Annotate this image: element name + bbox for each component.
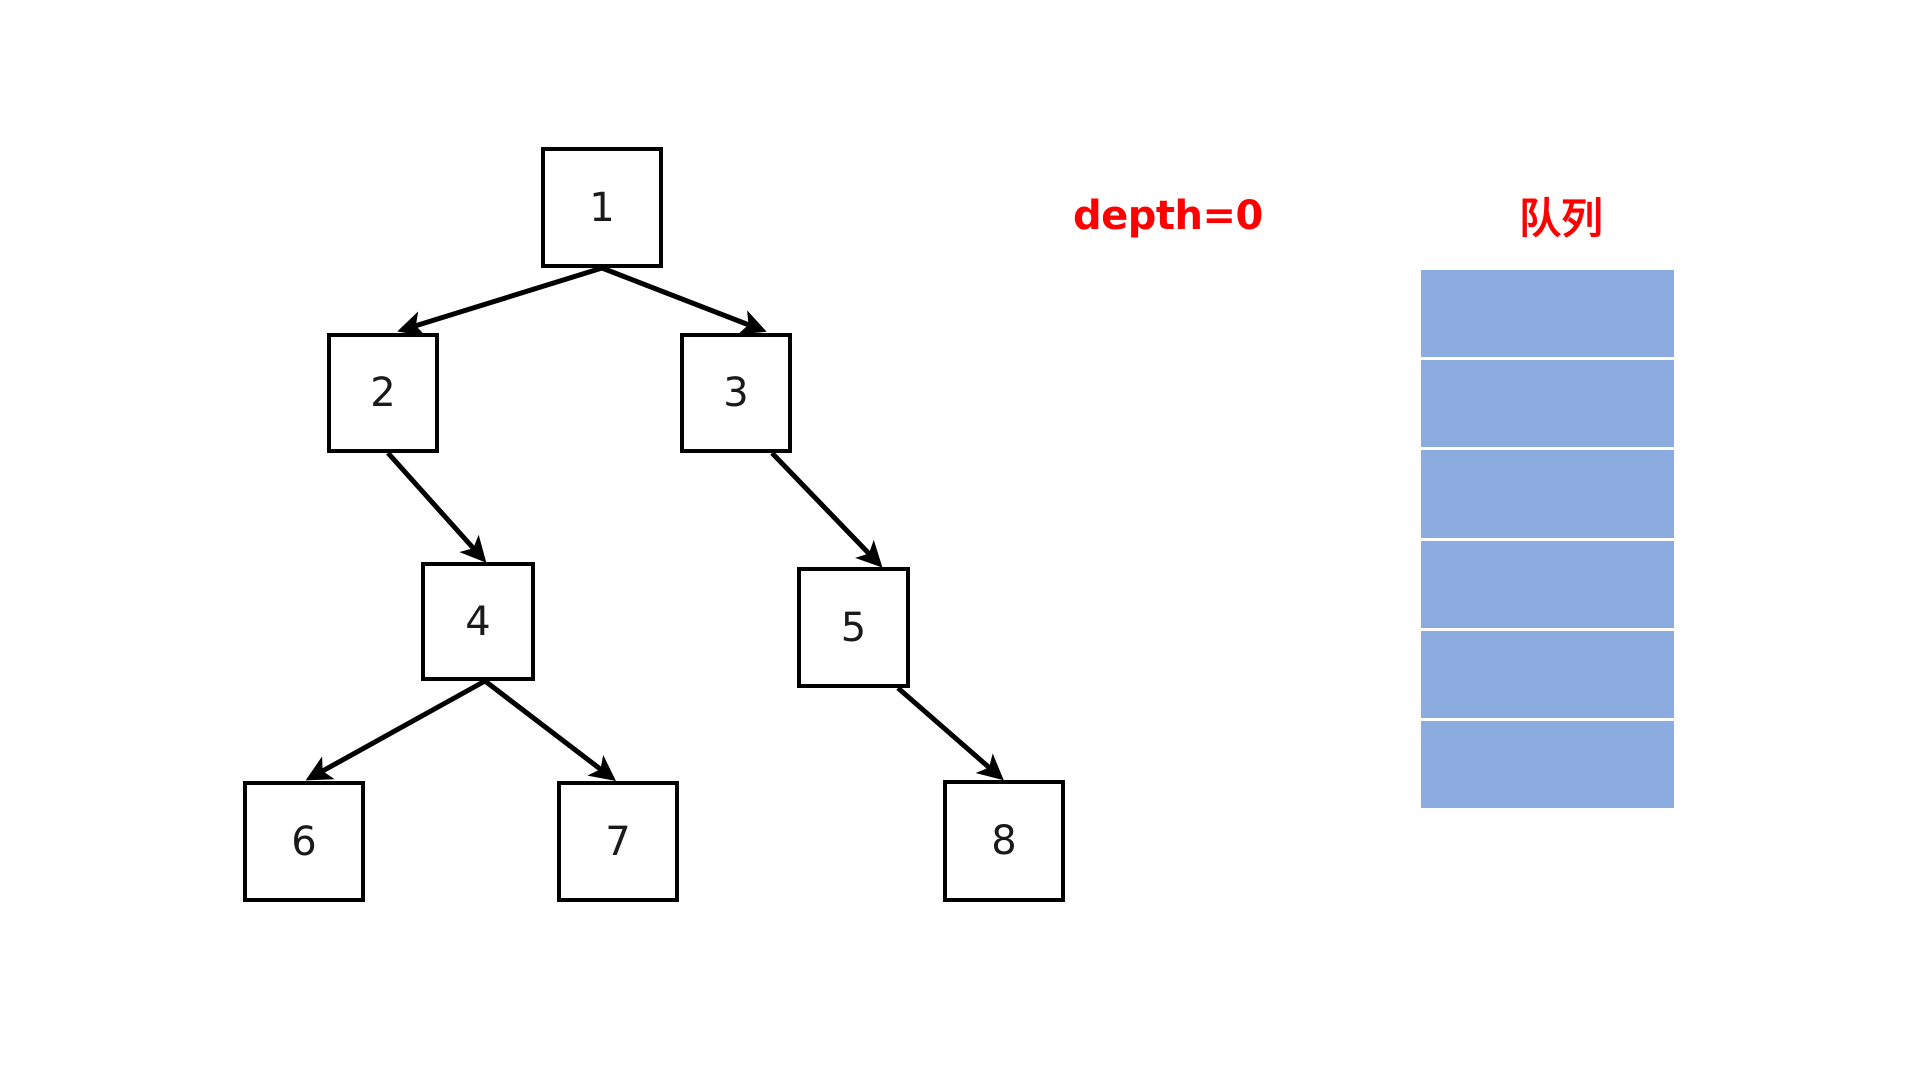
tree-node-label: 1 xyxy=(589,184,615,231)
tree-edge-n5-to-n8 xyxy=(896,686,1004,781)
tree-edge-n1-to-n2 xyxy=(397,265,603,337)
tree-node-label: 4 xyxy=(465,598,491,645)
tree-edge-n4-to-n6 xyxy=(305,678,487,781)
tree-node-4[interactable]: 4 xyxy=(421,562,535,681)
tree-node-3[interactable]: 3 xyxy=(680,333,792,453)
queue-cell-3[interactable] xyxy=(1421,540,1674,631)
tree-node-label: 8 xyxy=(991,818,1017,864)
tree-node-label: 2 xyxy=(370,370,396,416)
queue-container xyxy=(1421,270,1674,809)
tree-edge-n3-to-n5 xyxy=(770,451,883,568)
queue-cell-1[interactable] xyxy=(1421,360,1674,451)
queue-cell-2[interactable] xyxy=(1421,450,1674,541)
tree-node-7[interactable]: 7 xyxy=(557,781,679,902)
tree-edge-n1-to-n3 xyxy=(601,265,767,335)
depth-label: depth=0 xyxy=(1073,193,1263,239)
tree-node-label: 3 xyxy=(723,370,749,416)
queue-cell-5[interactable] xyxy=(1421,720,1674,809)
tree-node-label: 5 xyxy=(840,604,867,651)
tree-edge-n2-to-n4 xyxy=(386,451,487,563)
tree-node-label: 7 xyxy=(605,818,631,865)
tree-node-8[interactable]: 8 xyxy=(943,780,1065,902)
tree-node-6[interactable]: 6 xyxy=(243,781,365,902)
queue-cell-0[interactable] xyxy=(1421,270,1674,361)
tree-node-2[interactable]: 2 xyxy=(327,333,439,453)
queue-title-label: 队列 xyxy=(1519,194,1604,243)
tree-node-5[interactable]: 5 xyxy=(797,567,910,688)
tree-node-1[interactable]: 1 xyxy=(541,147,663,268)
tree-edge-n4-to-n7 xyxy=(483,679,616,782)
queue-cell-4[interactable] xyxy=(1421,630,1674,721)
tree-node-label: 6 xyxy=(291,818,317,865)
